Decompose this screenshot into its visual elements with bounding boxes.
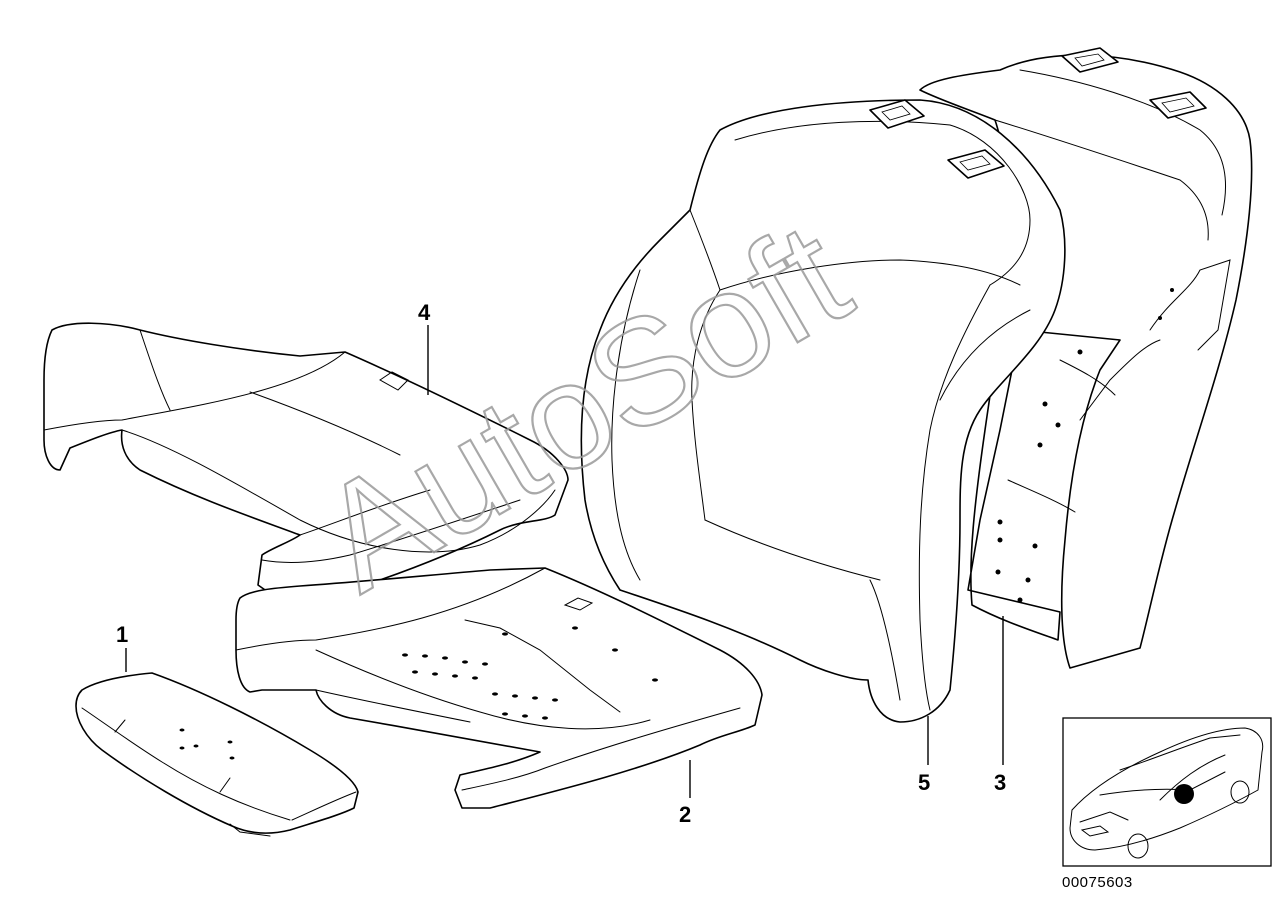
seat-location-marker — [1174, 784, 1194, 804]
seat-base-pad — [235, 567, 763, 809]
callout-4: 4 — [418, 300, 431, 325]
callout-5: 5 — [918, 770, 930, 795]
backrest-cover — [580, 99, 1066, 723]
callout-1: 1 — [116, 622, 128, 647]
car-location-icon — [1069, 727, 1264, 859]
car-location-thumbnail — [1062, 717, 1272, 867]
callout-leaders — [125, 325, 1004, 798]
part-number: 00075603 — [1062, 874, 1133, 891]
vent-holes — [402, 626, 658, 720]
thigh-support-pad — [75, 672, 359, 837]
callout-2: 2 — [679, 802, 691, 827]
callout-3: 3 — [994, 770, 1006, 795]
seat-cushion-pad — [43, 322, 569, 595]
